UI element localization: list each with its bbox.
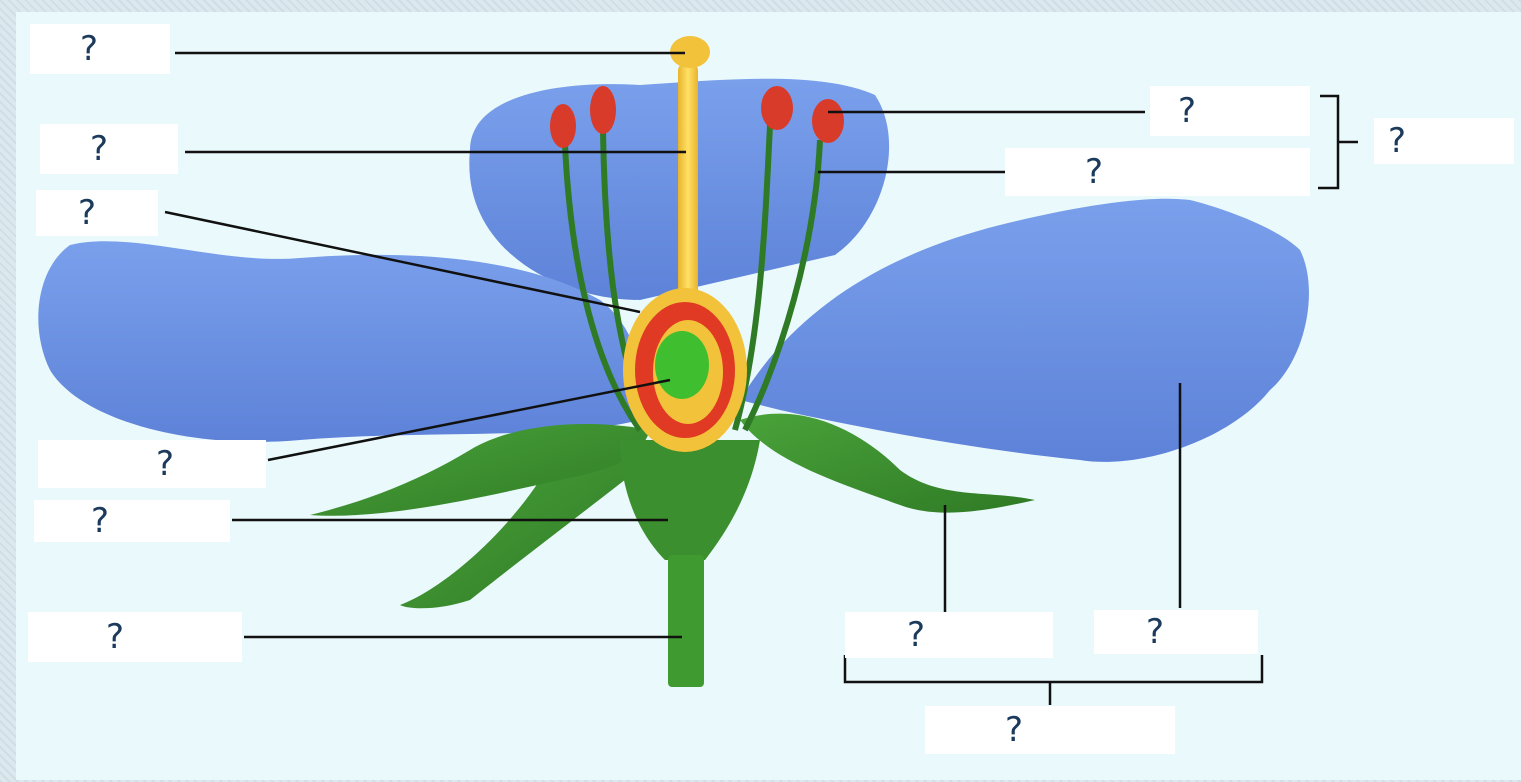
anther-4 xyxy=(812,99,844,143)
bracket-perianth xyxy=(845,655,1262,705)
label-ovary[interactable]: ? xyxy=(36,190,158,236)
label-anther[interactable]: ? xyxy=(1150,86,1310,136)
label-style[interactable]: ? xyxy=(40,124,178,174)
label-filament[interactable]: ? xyxy=(1005,148,1310,196)
label-receptacle[interactable]: ? xyxy=(34,500,230,542)
anther-1 xyxy=(550,104,576,148)
ovule-shape xyxy=(655,331,709,399)
label-stamen[interactable]: ? xyxy=(1374,118,1514,164)
stem-shape xyxy=(668,555,704,687)
anther-3 xyxy=(761,86,793,130)
sepal-left-upper xyxy=(310,424,650,516)
anther-2 xyxy=(590,86,616,134)
label-stem[interactable]: ? xyxy=(28,612,242,662)
receptacle-shape xyxy=(620,440,760,560)
bracket-stamen xyxy=(1318,96,1358,188)
label-perianth[interactable]: ? xyxy=(925,706,1175,754)
label-ovule[interactable]: ? xyxy=(38,440,266,488)
label-petal[interactable]: ? xyxy=(1094,610,1258,654)
label-sepal[interactable]: ? xyxy=(845,612,1053,658)
label-stigma[interactable]: ? xyxy=(30,24,170,74)
